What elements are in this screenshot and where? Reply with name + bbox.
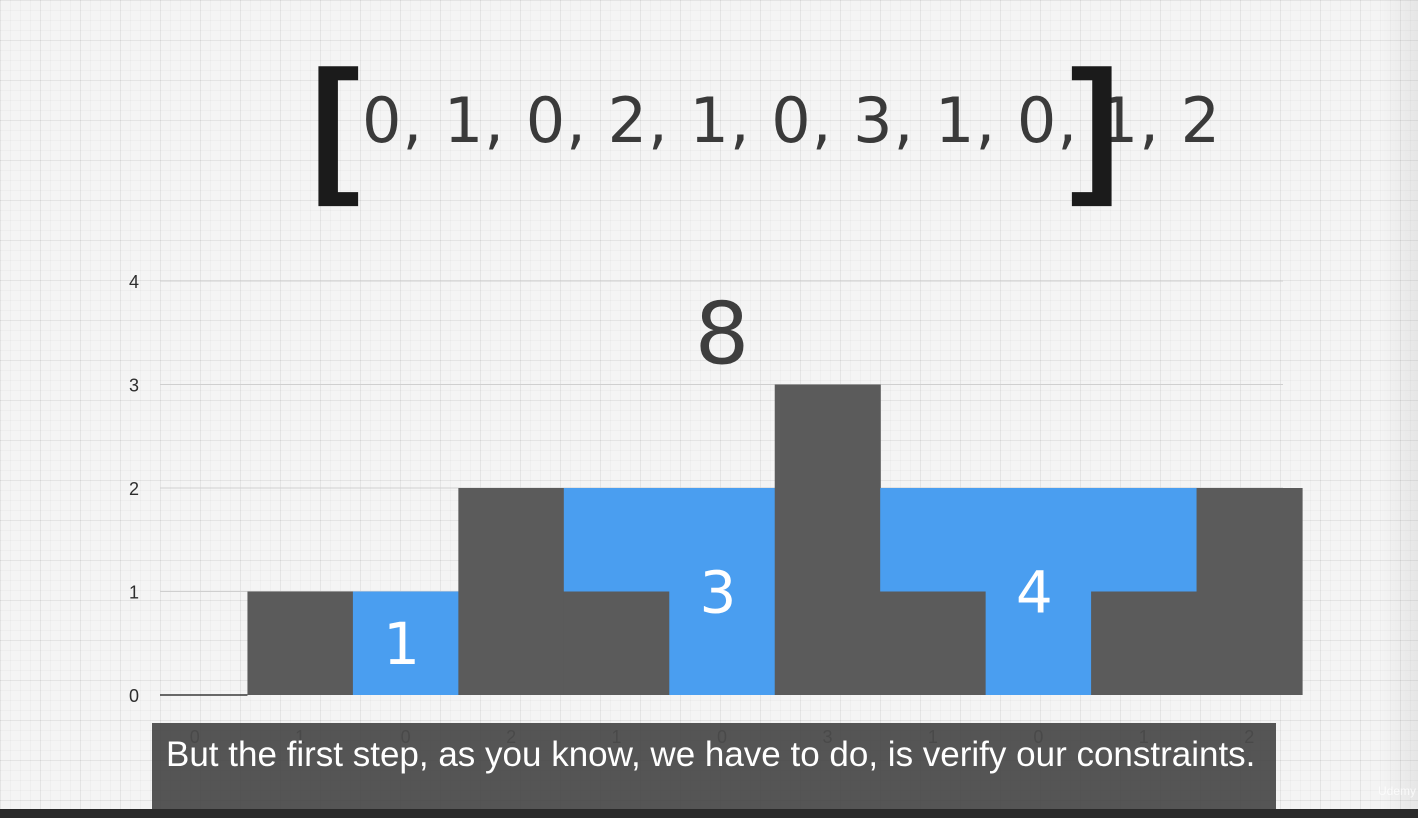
caption-text: But the first step, as you know, we have… (166, 735, 1256, 774)
water-bar (985, 488, 1092, 695)
total-water-label: 8 (695, 285, 750, 385)
y-axis-ticks: 0 1 2 3 4 (129, 272, 139, 706)
array-heading: [ 0, 1, 0, 2, 1, 0, 3, 1, 0, 1, 2 ] (310, 39, 1220, 207)
slide-edge-shadow (1380, 0, 1418, 818)
y-tick-label: 2 (129, 479, 139, 499)
elevation-bar (563, 591, 670, 695)
y-tick-label: 1 (129, 583, 139, 603)
water-bar (1091, 488, 1198, 592)
elevation-bar (458, 488, 565, 695)
water-bar (880, 488, 987, 592)
elevation-bar (774, 384, 881, 695)
close-bracket: ] (1070, 39, 1120, 207)
video-player-bar (0, 809, 1418, 818)
elevation-bar (247, 591, 354, 695)
elevation-bar (1091, 591, 1198, 695)
water-segment-label: 3 (700, 558, 737, 626)
chart-bars (247, 384, 1303, 695)
subtitle-caption: But the first step, as you know, we have… (152, 723, 1276, 818)
chart-annotations: 8 1 3 4 (383, 285, 1053, 678)
y-tick-label: 3 (129, 376, 139, 396)
water-bar (669, 488, 776, 695)
array-values: 0, 1, 0, 2, 1, 0, 3, 1, 0, 1, 2 (362, 84, 1222, 157)
elevation-bar (880, 591, 987, 695)
open-bracket: [ (310, 39, 360, 207)
y-tick-label: 4 (129, 272, 139, 292)
water-segment-label: 4 (1016, 558, 1053, 626)
water-segment-label: 1 (383, 610, 420, 678)
brand-watermark: Udemy (1377, 784, 1416, 798)
elevation-bar (1196, 488, 1303, 695)
water-bar (563, 488, 670, 592)
y-tick-label: 0 (129, 686, 139, 706)
water-bar (352, 591, 459, 695)
